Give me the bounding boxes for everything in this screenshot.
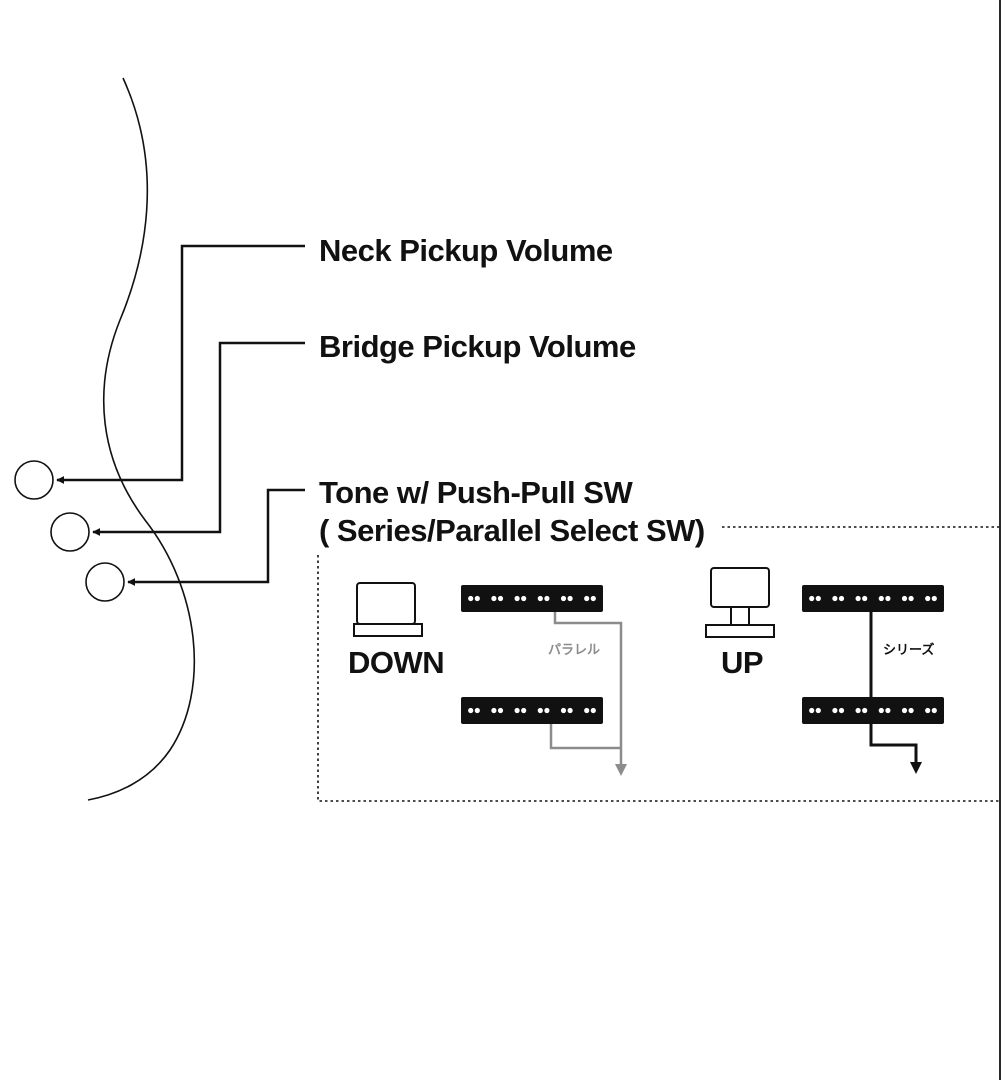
pole-piece	[474, 595, 480, 602]
pole-piece	[491, 707, 497, 714]
series-wiring	[869, 607, 922, 774]
pickup-bar	[802, 697, 944, 724]
parallel-pickup-top	[461, 585, 603, 612]
pole-piece	[855, 595, 861, 602]
tone-knob[interactable]	[85, 562, 125, 602]
pole-piece	[878, 707, 884, 714]
bridge-volume-knob[interactable]	[50, 512, 90, 552]
pole-piece	[931, 595, 937, 602]
pole-piece	[862, 595, 868, 602]
parallel-wiring	[549, 604, 627, 776]
pole-piece	[537, 595, 543, 602]
tone-label-line1: Tone w/ Push-Pull SW	[319, 475, 633, 510]
pole-piece	[885, 707, 891, 714]
pole-piece	[567, 707, 573, 714]
pole-piece	[584, 595, 590, 602]
pole-piece	[544, 707, 550, 714]
page-edge	[999, 0, 1001, 1080]
pole-piece	[560, 595, 567, 602]
pole-piece	[925, 595, 931, 602]
tone-leader	[127, 488, 305, 586]
push-pull-down-icon	[353, 582, 423, 637]
pole-piece	[521, 595, 527, 602]
bridge-volume-label: Bridge Pickup Volume	[319, 329, 636, 364]
pole-piece	[474, 707, 480, 714]
pole-piece	[567, 595, 573, 602]
pole-piece	[584, 707, 590, 714]
pole-piece	[497, 707, 504, 714]
neck-volume-label: Neck Pickup Volume	[319, 233, 613, 268]
pickups-group	[461, 585, 944, 724]
pole-piece	[809, 707, 815, 714]
pole-piece	[925, 707, 931, 714]
pole-piece	[901, 595, 908, 602]
series-pickup-bottom	[802, 697, 944, 724]
pickup-bar	[802, 585, 944, 612]
parallel-pickup-bottom	[461, 697, 603, 724]
pole-piece	[832, 707, 838, 714]
neck-volume-leader	[56, 244, 305, 484]
pole-piece	[537, 707, 543, 714]
pole-piece	[815, 595, 821, 602]
pole-piece	[544, 595, 550, 602]
pole-piece	[838, 707, 845, 714]
neck-volume-knob[interactable]	[14, 460, 54, 500]
pole-piece	[862, 707, 868, 714]
pole-piece	[908, 595, 914, 602]
parallel-label: パラレル	[548, 643, 600, 658]
pole-piece	[855, 707, 861, 714]
pole-piece	[491, 595, 497, 602]
pole-piece	[468, 707, 474, 714]
tone-label-line2: ( Series/Parallel Select SW)	[319, 513, 705, 548]
pole-piece	[838, 595, 845, 602]
pole-piece	[514, 707, 520, 714]
pole-piece	[901, 707, 908, 714]
pole-piece	[497, 595, 504, 602]
pole-piece	[878, 595, 884, 602]
push-pull-up-icon	[705, 567, 775, 638]
series-pickup-top	[802, 585, 944, 612]
pickup-bar	[461, 585, 603, 612]
guitar-body-outline	[87, 77, 196, 801]
pole-piece	[931, 707, 937, 714]
switch-detail-box	[317, 526, 1001, 802]
pickup-bar	[461, 697, 603, 724]
pole-piece	[590, 595, 596, 602]
pole-piece	[832, 595, 838, 602]
pole-piece	[908, 707, 914, 714]
pole-piece	[514, 595, 520, 602]
up-mode-label: UP	[721, 645, 763, 680]
down-mode-label: DOWN	[348, 645, 444, 680]
pole-piece	[468, 595, 474, 602]
pole-piece	[560, 707, 567, 714]
pole-piece	[521, 707, 527, 714]
pole-piece	[590, 707, 596, 714]
pole-piece	[885, 595, 891, 602]
bridge-volume-leader	[92, 341, 305, 536]
pole-piece	[815, 707, 821, 714]
pole-piece	[809, 595, 815, 602]
series-label: シリーズ	[883, 642, 934, 658]
